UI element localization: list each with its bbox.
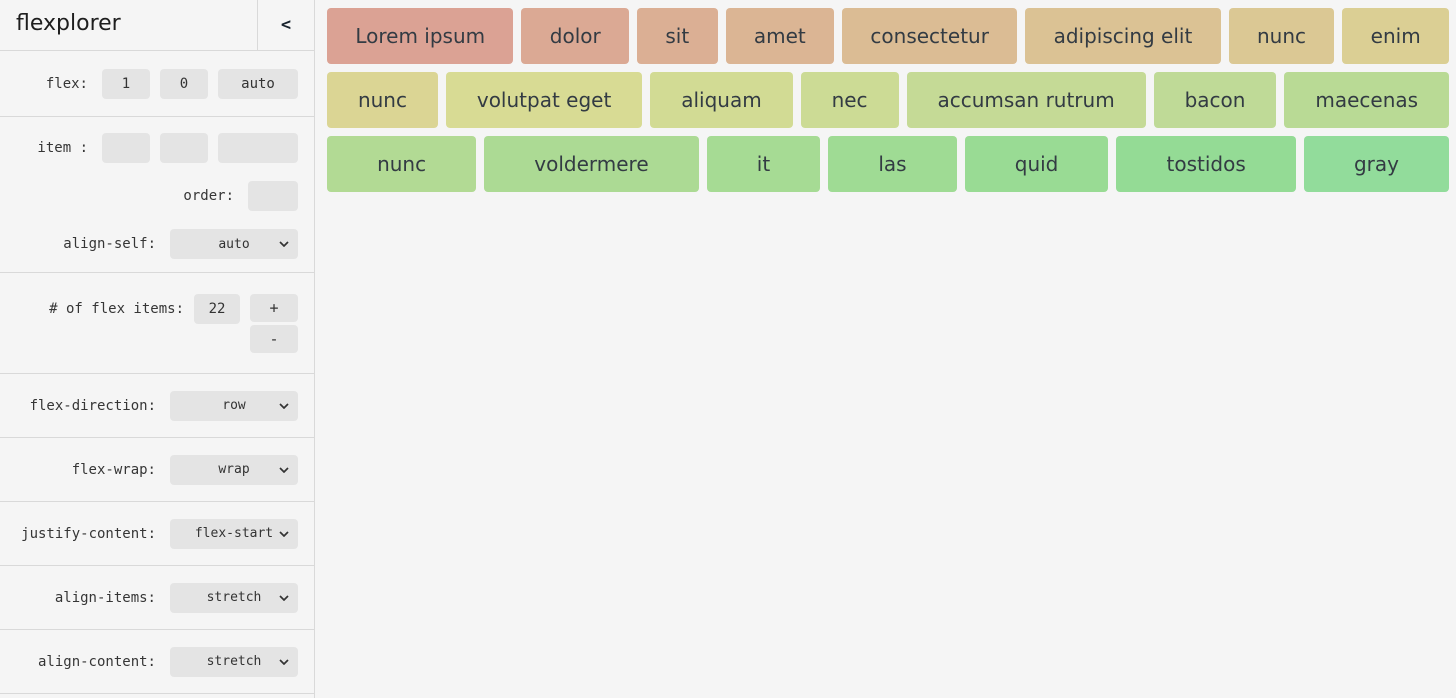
flex-direction-value: row <box>222 398 246 413</box>
justify-content-value: flex-start <box>194 526 274 541</box>
flex-item[interactable]: nec <box>800 72 899 128</box>
item-count-input[interactable] <box>194 293 240 324</box>
flex-item[interactable]: las <box>828 136 957 192</box>
align-items-select[interactable]: stretch <box>170 582 298 613</box>
item-count-row: # of flex items: + - <box>0 293 314 353</box>
item-count-steppers: + - <box>250 293 298 353</box>
sidebar-collapse-button[interactable]: < <box>257 0 314 50</box>
flex-basis-input[interactable] <box>218 68 298 99</box>
chevron-down-icon <box>279 530 289 537</box>
flex-wrap-label: flex-wrap: <box>71 461 156 478</box>
align-content-section: align-content: stretch <box>0 630 314 694</box>
sidebar: flexplorer < flex: item : order: <box>0 0 315 698</box>
app-title: flexplorer <box>16 11 121 36</box>
align-items-section: align-items: stretch <box>0 566 314 630</box>
flex-item[interactable]: nunc <box>1228 8 1335 64</box>
flex-item[interactable]: adipiscing elit <box>1025 8 1221 64</box>
item-shrink-input[interactable] <box>160 133 208 163</box>
chevron-down-icon <box>279 594 289 601</box>
flex-wrap-section: flex-wrap: wrap <box>0 438 314 502</box>
chevron-left-icon: < <box>280 15 292 35</box>
order-input[interactable] <box>248 181 298 211</box>
flex-grow-input[interactable] <box>102 68 150 99</box>
flex-item[interactable]: maecenas <box>1284 72 1449 128</box>
flex-item[interactable]: gray <box>1303 136 1450 192</box>
align-self-value: auto <box>218 236 250 252</box>
flex-item[interactable]: consectetur <box>842 8 1018 64</box>
align-self-label: align-self: <box>63 236 156 252</box>
remove-item-button[interactable]: - <box>250 324 298 353</box>
chevron-down-icon <box>279 466 289 473</box>
flex-item[interactable]: enim <box>1342 8 1450 64</box>
flex-item[interactable]: volutpat eget <box>445 72 643 128</box>
flex-item[interactable]: voldermere <box>484 136 699 192</box>
flex-wrap-select[interactable]: wrap <box>170 454 298 485</box>
order-label: order: <box>183 188 234 204</box>
flex-direction-row: flex-direction: row <box>0 374 314 437</box>
align-content-value: stretch <box>206 654 262 669</box>
item-count-label: # of flex items: <box>49 300 184 317</box>
flex-direction-label: flex-direction: <box>29 397 156 414</box>
flex-wrap-value: wrap <box>218 462 250 477</box>
flex-item[interactable]: quid <box>964 136 1109 192</box>
item-basis-input[interactable] <box>218 133 298 163</box>
justify-content-select[interactable]: flex-start <box>170 518 298 549</box>
add-item-button[interactable]: + <box>250 293 298 322</box>
item-label: item : <box>37 140 88 156</box>
item-count-section: # of flex items: + - <box>0 273 314 374</box>
flex-shorthand-row: flex: <box>0 51 314 116</box>
flex-item[interactable]: amet <box>725 8 835 64</box>
flex-item[interactable]: bacon <box>1153 72 1277 128</box>
align-content-label: align-content: <box>37 653 156 670</box>
align-items-row: align-items: stretch <box>0 566 314 629</box>
order-row: order: <box>0 181 314 211</box>
flex-item[interactable]: nunc <box>327 136 477 192</box>
flex-label: flex: <box>45 75 88 92</box>
flex-item[interactable]: sit <box>637 8 718 64</box>
justify-content-label: justify-content: <box>21 525 156 542</box>
flex-item[interactable]: dolor <box>521 8 630 64</box>
align-content-select[interactable]: stretch <box>170 646 298 677</box>
justify-content-row: justify-content: flex-start <box>0 502 314 565</box>
flex-item[interactable]: tostidos <box>1116 136 1296 192</box>
align-self-select[interactable]: auto <box>170 229 298 259</box>
align-items-label: align-items: <box>54 589 156 606</box>
flex-shrink-input[interactable] <box>160 68 208 99</box>
sidebar-header: flexplorer < <box>0 0 314 51</box>
flex-item[interactable]: accumsan rutrum <box>906 72 1146 128</box>
chevron-down-icon <box>279 658 289 665</box>
flex-direction-section: flex-direction: row <box>0 374 314 438</box>
chevron-down-icon <box>279 241 289 247</box>
flex-item[interactable]: it <box>706 136 821 192</box>
flex-wrap-row: flex-wrap: wrap <box>0 438 314 501</box>
align-items-value: stretch <box>206 590 262 605</box>
item-properties-section: item : order: align-self: auto <box>0 117 314 273</box>
chevron-down-icon <box>279 402 289 409</box>
flex-item[interactable]: nunc <box>327 72 438 128</box>
align-content-row: align-content: stretch <box>0 630 314 693</box>
flex-shorthand-section: flex: <box>0 51 314 117</box>
item-flex-row: item : <box>0 133 314 163</box>
align-self-row: align-self: auto <box>0 229 314 259</box>
flex-item[interactable]: Lorem ipsum <box>327 8 514 64</box>
flex-direction-select[interactable]: row <box>170 390 298 421</box>
justify-content-section: justify-content: flex-start <box>0 502 314 566</box>
item-grow-input[interactable] <box>102 133 150 163</box>
flex-item[interactable]: aliquam <box>650 72 793 128</box>
